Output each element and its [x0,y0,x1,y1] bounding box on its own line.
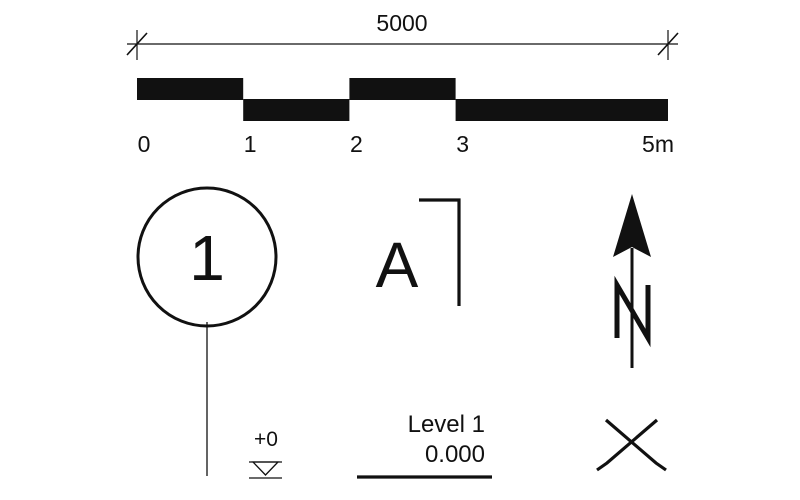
cross-symbol [596,418,667,472]
scale-segment-4 [455,99,668,121]
grid-bubble: 1 [136,186,278,476]
scale-segment-2 [243,99,350,121]
level-name: Level 1 [408,411,485,438]
scale-tick-label-1: 1 [244,131,257,157]
level-marker: Level 1 0.000 [357,411,492,479]
cross-stroke-rising-icon [596,418,659,472]
spot-level-label: +0 [254,428,278,451]
scale-bar: 5000 0 1 2 3 5m [126,10,679,157]
north-arrow-head-icon [613,194,651,257]
scale-tick-label-0: 0 [138,131,151,157]
grid-bubble-circle [136,186,278,328]
scale-segment-3 [349,78,456,100]
spot-level-triangle-icon [251,461,280,476]
scale-bar-labels: 0 1 2 3 5m [138,131,674,157]
grid-bubble-label: 1 [189,222,225,294]
scale-bar-segments [137,78,668,121]
dimension-tick-right [657,32,679,56]
dimension-line: 5000 [126,10,679,60]
scale-tick-label-2: 2 [350,131,363,157]
dimension-tick-left [126,32,148,56]
scale-tick-label-4: 5m [642,131,674,157]
section-cut-bracket [419,198,461,306]
north-letter-icon [614,275,651,348]
north-arrow: N [613,194,651,368]
section-marker-label: A [376,229,419,301]
dimension-label: 5000 [376,10,427,36]
spot-level: +0 [249,428,282,479]
scale-tick-label-3: 3 [456,131,469,157]
scale-segment-1 [137,78,244,100]
level-elevation: 0.000 [425,441,485,468]
cross-stroke-falling-icon [604,418,667,472]
section-marker: A [376,198,461,306]
